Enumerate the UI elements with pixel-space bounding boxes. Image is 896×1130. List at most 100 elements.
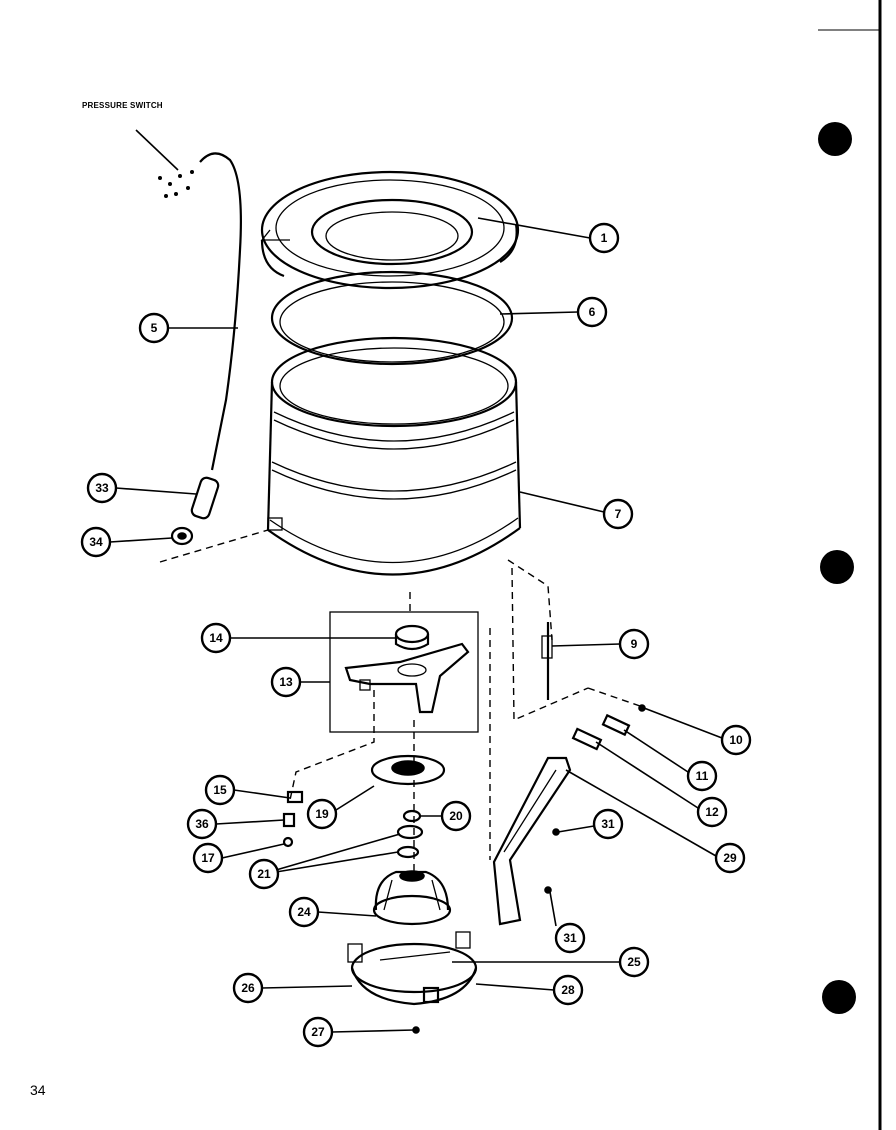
callout-12: 12 [696, 796, 728, 828]
callout-31a: 31 [592, 808, 624, 840]
bearing-14 [394, 624, 430, 651]
leader-33 [115, 487, 197, 495]
binder-hole-bottom [822, 980, 856, 1014]
callout-36: 36 [186, 808, 218, 840]
leader-12 [595, 741, 699, 809]
svg-text:26: 26 [241, 981, 255, 995]
svg-text:1: 1 [601, 231, 608, 245]
washer-21a [396, 824, 424, 840]
callout-27: 27 [302, 1016, 334, 1048]
callout-5: 5 [138, 312, 170, 344]
svg-text:21: 21 [257, 867, 271, 881]
bracket-9 [541, 622, 553, 700]
clip-12 [571, 727, 603, 751]
binder-hole-top [818, 122, 852, 156]
tub-gasket-6 [270, 270, 514, 366]
leader-1 [477, 217, 591, 239]
callout-26: 26 [232, 972, 264, 1004]
leader-6 [499, 311, 579, 315]
leader-31b [549, 891, 557, 927]
callout-7: 7 [602, 498, 634, 530]
callout-10: 10 [720, 724, 752, 756]
screw-17 [282, 836, 294, 848]
svg-text:31: 31 [563, 931, 577, 945]
subassembly-box [329, 611, 479, 733]
hose-washer-34 [170, 526, 194, 546]
svg-text:15: 15 [213, 783, 227, 797]
callout-31b: 31 [554, 922, 586, 954]
svg-text:17: 17 [201, 851, 215, 865]
callout-21: 21 [248, 858, 280, 890]
leader-21a [275, 833, 401, 871]
svg-text:19: 19 [315, 807, 329, 821]
callout-6: 6 [576, 296, 608, 328]
leader-11 [623, 729, 689, 773]
leader-31a [557, 825, 595, 833]
tub-to-bracket-dash [507, 559, 553, 641]
leg-29 [492, 756, 572, 926]
leader-7 [519, 491, 605, 513]
callout-20: 20 [440, 800, 472, 832]
callout-14: 14 [200, 622, 232, 654]
callout-33: 33 [86, 472, 118, 504]
tub-ring-1 [260, 170, 520, 290]
leader-17 [221, 843, 285, 859]
leader-36 [215, 819, 285, 825]
leader-21b [275, 851, 399, 873]
callout-25: 25 [618, 946, 650, 978]
callout-13: 13 [270, 666, 302, 698]
leader-28 [475, 983, 555, 991]
svg-text:20: 20 [449, 809, 463, 823]
leader-19 [335, 785, 375, 811]
svg-text:13: 13 [279, 675, 293, 689]
svg-text:24: 24 [297, 905, 311, 919]
leader-15 [233, 789, 291, 799]
washer-21b [396, 845, 420, 859]
callout-24: 24 [288, 896, 320, 928]
svg-text:5: 5 [151, 321, 158, 335]
base-28 [347, 931, 478, 1006]
spacer-36 [282, 812, 296, 828]
svg-text:33: 33 [95, 481, 109, 495]
pressure-switch-leader [135, 129, 179, 171]
leader-34 [109, 537, 173, 543]
bracket-dash-a [511, 567, 589, 722]
svg-text:9: 9 [631, 637, 638, 651]
svg-text:11: 11 [696, 769, 709, 783]
callout-1: 1 [588, 222, 620, 254]
svg-text:10: 10 [729, 733, 743, 747]
leader-10 [643, 707, 723, 739]
svg-text:14: 14 [209, 631, 223, 645]
leader-29 [565, 769, 717, 857]
svg-text:7: 7 [615, 507, 622, 521]
hub-24 [372, 870, 452, 926]
pressure-switch-symbol [158, 170, 194, 198]
page-number: 34 [30, 1082, 46, 1098]
spider-arm-13 [344, 642, 470, 714]
callout-17: 17 [192, 842, 224, 874]
callout-11: 11 [686, 760, 718, 792]
hose-fitting-33 [190, 476, 220, 520]
binder-hole-middle [820, 550, 854, 584]
svg-text:29: 29 [723, 851, 737, 865]
svg-text:34: 34 [89, 535, 103, 549]
pressure-hose [199, 152, 242, 471]
callout-29: 29 [714, 842, 746, 874]
spider-to-bolt-dash [289, 690, 375, 801]
outer-tub-7 [266, 336, 522, 576]
svg-text:12: 12 [705, 805, 719, 819]
leader-27 [331, 1029, 415, 1033]
callout-9: 9 [618, 628, 650, 660]
pulley-19 [370, 754, 446, 786]
svg-text:27: 27 [311, 1025, 325, 1039]
svg-text:28: 28 [561, 983, 575, 997]
callout-15: 15 [204, 774, 236, 806]
svg-text:31: 31 [601, 817, 615, 831]
hose-dash-line [159, 529, 269, 563]
leader-9 [551, 643, 621, 647]
screw-31b [544, 886, 552, 894]
svg-text:6: 6 [589, 305, 596, 319]
clip-11 [601, 713, 631, 737]
